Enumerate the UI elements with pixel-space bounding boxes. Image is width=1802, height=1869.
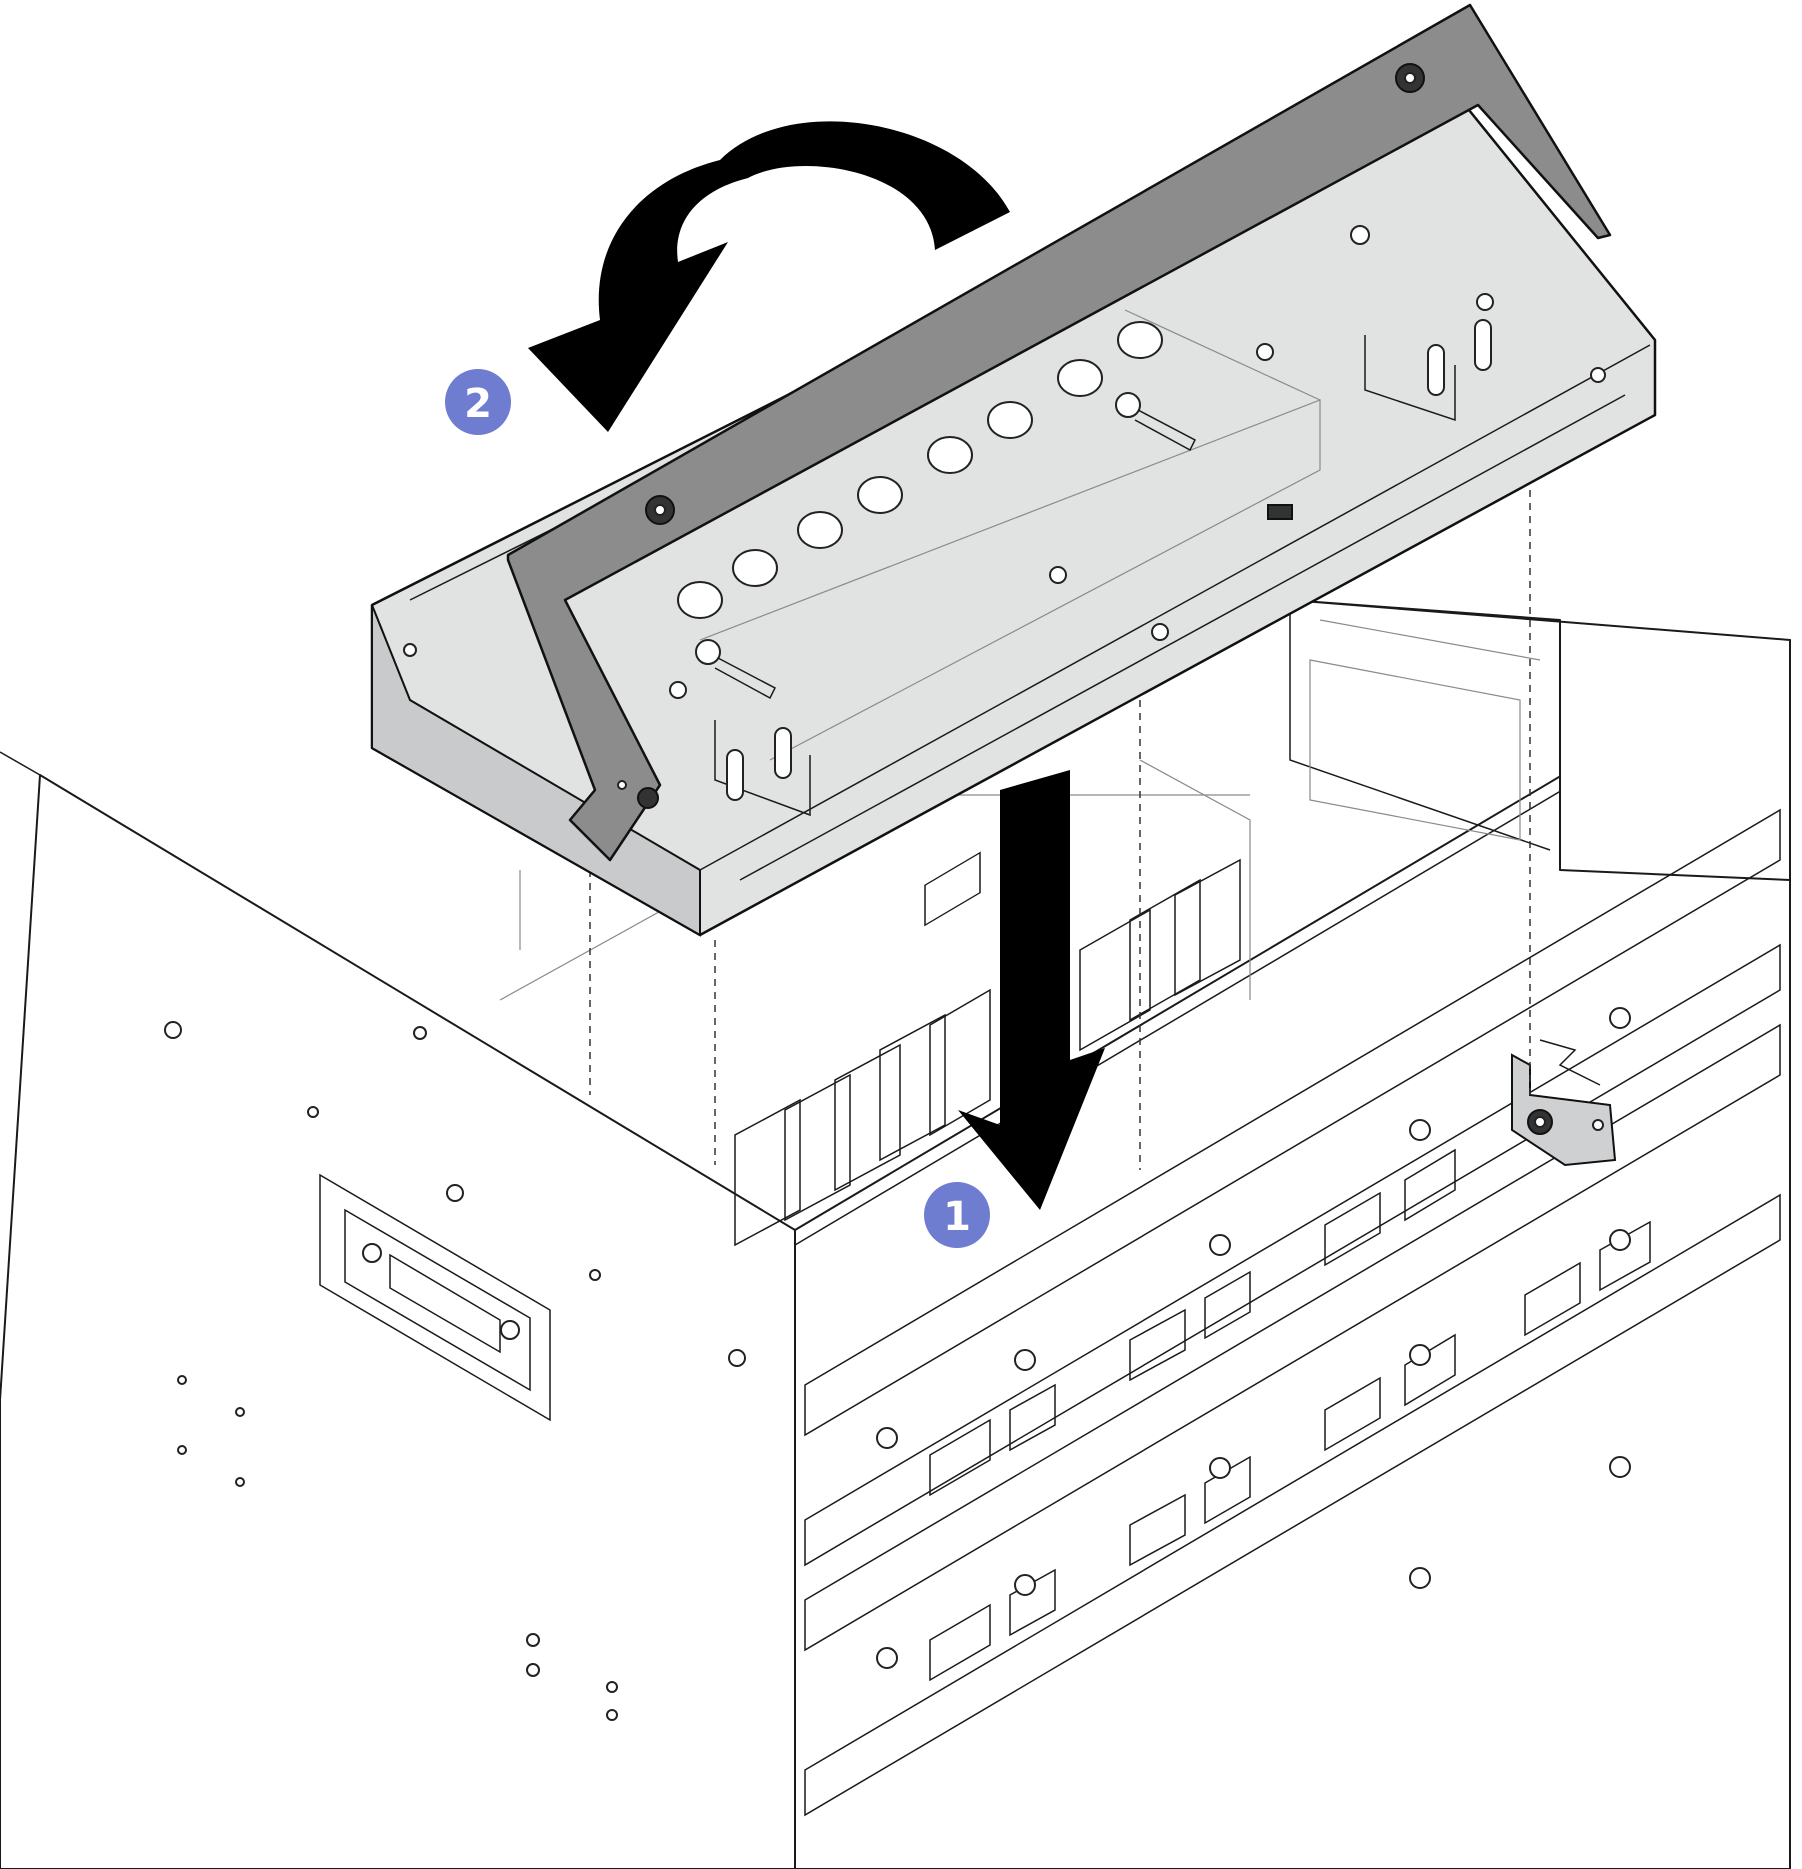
chassis-rear-wall <box>1289 599 1791 881</box>
downward-insert-arrow <box>958 770 1105 1210</box>
rotate-handle-arrow <box>528 121 1010 433</box>
front-connector-windows <box>929 1148 1651 1682</box>
cage-pull-pins <box>695 392 1196 700</box>
step-2-number: 2 <box>464 381 492 427</box>
chassis-front-panel <box>794 639 1791 1869</box>
front-rails <box>804 808 1781 1817</box>
cage-fan-modules <box>677 321 1163 619</box>
step-callout-2: 2 <box>445 369 511 435</box>
step-1-badge <box>924 1182 990 1248</box>
server-chassis <box>0 490 1791 1869</box>
step-2-badge <box>445 369 511 435</box>
cage-handle-bar[interactable] <box>506 3 1612 862</box>
cage-handle <box>506 3 1612 862</box>
cage-connector <box>1267 504 1293 520</box>
side-handle-recess <box>319 1173 551 1422</box>
cage-guide-posts <box>714 319 1492 817</box>
cage-front-face <box>371 604 701 937</box>
cage-screws <box>403 225 1606 699</box>
front-screws <box>876 1007 1631 1669</box>
latch-bracket <box>1511 1039 1617 1167</box>
step-callout-1: 1 <box>924 1182 990 1248</box>
chassis-left-side-panel <box>0 774 796 1869</box>
side-panel-holes <box>164 1021 746 1721</box>
alignment-guides <box>589 490 1531 1170</box>
step-1-number: 1 <box>943 1194 971 1240</box>
front-connector-row-1 <box>924 851 981 927</box>
